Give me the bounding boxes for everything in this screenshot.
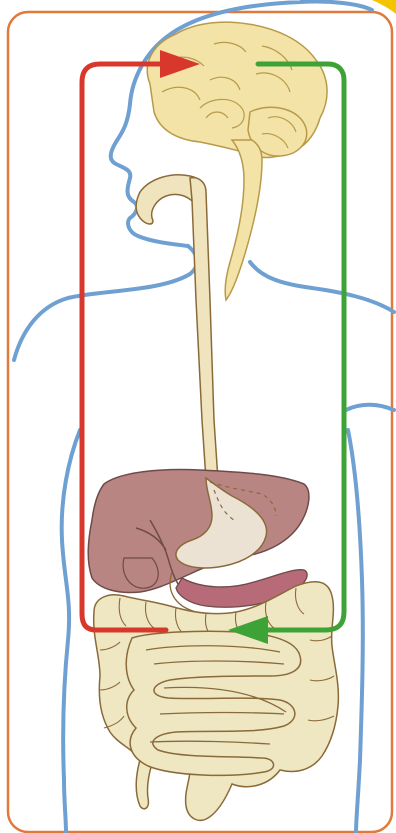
mouth-esophagus	[136, 175, 218, 480]
left-arm-inner	[62, 430, 80, 832]
right-torso	[348, 430, 363, 832]
liver	[88, 470, 309, 593]
right-arm-inner	[346, 405, 394, 410]
neck-shoulder-left	[14, 246, 197, 360]
neck-shoulder-right	[250, 262, 394, 312]
brain-stem	[225, 140, 262, 300]
esophagus	[190, 178, 218, 480]
